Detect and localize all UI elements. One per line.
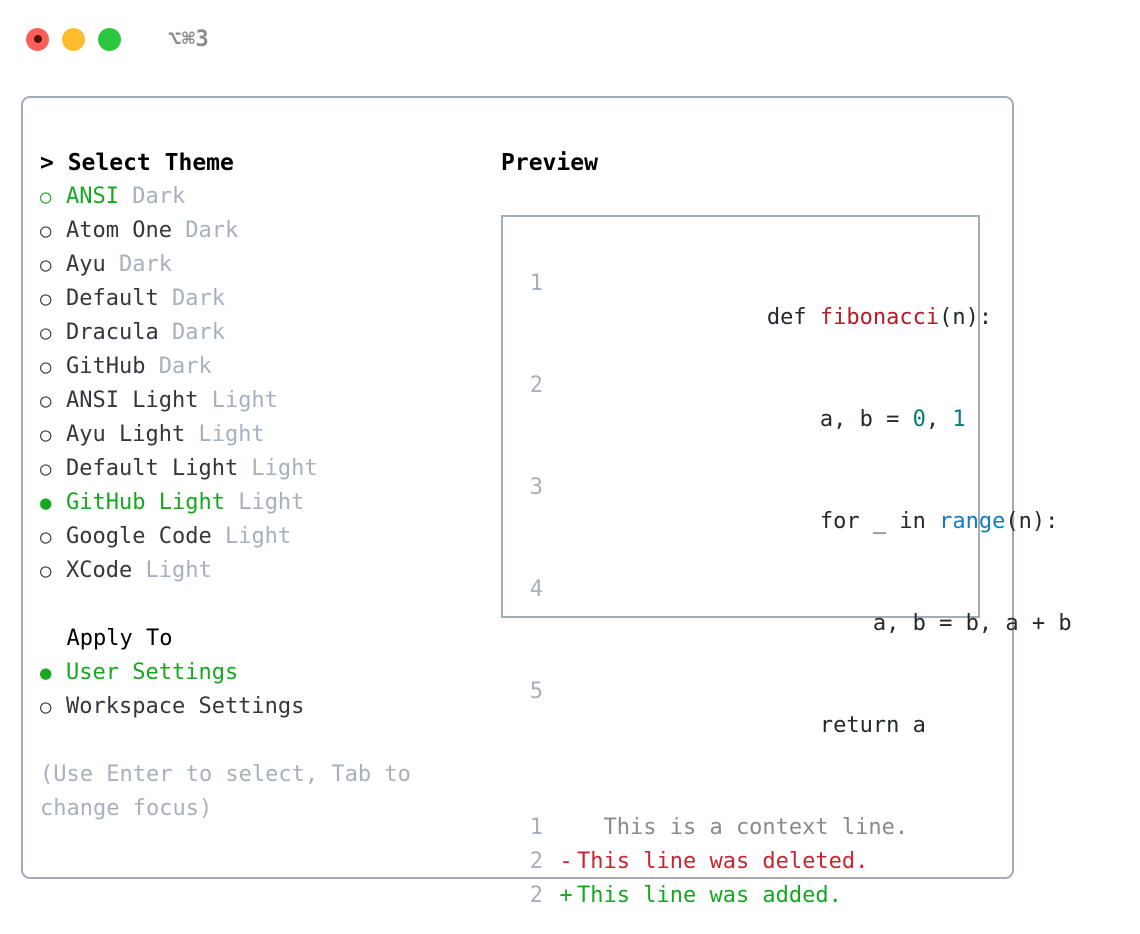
diff-line-deleted: 2 - This line was deleted. (521, 845, 978, 879)
code-token: a, b = (766, 407, 913, 432)
code-token: 0 (912, 407, 926, 432)
line-number: 5 (529, 679, 543, 704)
theme-option-default-light[interactable]: ○ Default Light Light (40, 452, 501, 486)
code-token: (n): (1005, 509, 1059, 534)
radio-selected-icon: ● (40, 662, 52, 684)
diff-line-context: 1 This is a context line. (521, 811, 978, 845)
code-block: 1 def fibonacci(n): 2 a, b = 0, 1 (521, 267, 1072, 777)
line-number: 1 (529, 271, 543, 296)
title-bar: ⌥⌘3 (0, 0, 1140, 78)
code-token: fibonacci (819, 305, 940, 330)
radio-icon: ○ (40, 220, 52, 242)
select-theme-heading: > Select Theme (40, 150, 234, 176)
line-number: 3 (529, 475, 543, 500)
close-button[interactable] (26, 27, 49, 51)
diff-text: This is a context line. (577, 815, 909, 840)
code-token: (n): (939, 305, 993, 330)
radio-selected-icon: ● (40, 492, 52, 514)
close-icon (33, 35, 42, 43)
theme-option-default[interactable]: ○ Default Dark (40, 282, 501, 316)
keyboard-shortcut-label: ⌥⌘3 (168, 26, 210, 52)
diff-marker-minus: - (559, 849, 573, 874)
theme-option-google-code[interactable]: ○ Google Code Light (40, 520, 501, 554)
code-line: 3 for _ in range(n): (521, 471, 1059, 573)
line-number: 2 (529, 849, 543, 874)
preview-box: 1 def fibonacci(n): 2 a, b = 0, 1 (501, 215, 1072, 908)
apply-to-list: ● User Settings ○ Workspace Settings (40, 656, 501, 724)
radio-icon: ○ (40, 288, 52, 310)
radio-icon: ○ (40, 356, 52, 378)
theme-option-github[interactable]: ○ GitHub Dark (40, 350, 501, 384)
radio-icon: ○ (40, 526, 52, 548)
code-token: return a (766, 713, 926, 738)
maximize-button[interactable] (98, 27, 121, 51)
radio-icon: ○ (40, 254, 52, 276)
diff-text: This line was added. (577, 883, 842, 908)
list-spacer (40, 588, 501, 622)
radio-icon: ○ (40, 696, 52, 718)
code-line: 2 a, b = 0, 1 (521, 369, 978, 471)
code-line: 4 a, b = b, a + b (521, 573, 1072, 675)
theme-option-atom-one[interactable]: ○ Atom One Dark (40, 214, 501, 248)
code-token: a, b = b, a + b (766, 611, 1072, 636)
radio-icon: ○ (40, 560, 52, 582)
theme-option-ansi-light[interactable]: ○ ANSI Light Light (40, 384, 501, 418)
apply-to-heading: Apply To (40, 626, 173, 651)
window-controls (26, 27, 121, 51)
line-number: 2 (529, 373, 543, 398)
code-line: 1 def fibonacci(n): (521, 267, 992, 369)
line-number: 4 (529, 577, 543, 602)
code-token: def (766, 305, 820, 330)
radio-icon: ○ (40, 458, 52, 480)
radio-icon: ○ (40, 322, 52, 344)
theme-option-github-light[interactable]: ● GitHub Light Light (40, 486, 501, 520)
apply-option-workspace-settings[interactable]: ○ Workspace Settings (40, 690, 501, 724)
code-token: for _ in (766, 509, 940, 534)
keyboard-hint-text: (Use Enter to select, Tab to change focu… (40, 762, 411, 821)
apply-option-user-settings[interactable]: ● User Settings (40, 656, 501, 690)
radio-icon: ○ (40, 186, 52, 208)
code-token: 1 (952, 407, 966, 432)
radio-icon: ○ (40, 424, 52, 446)
line-number: 2 (529, 883, 543, 908)
minimize-button[interactable] (62, 27, 85, 51)
theme-list: ○ ANSI Dark ○ Atom One Dark ○ Ayu Dark (40, 180, 501, 588)
theme-option-dracula[interactable]: ○ Dracula Dark (40, 316, 501, 350)
line-number: 1 (529, 815, 543, 840)
theme-option-ayu-light[interactable]: ○ Ayu Light Light (40, 418, 501, 452)
code-token: , (925, 407, 953, 432)
code-token: range (939, 509, 1006, 534)
preview-heading: Preview (501, 150, 598, 176)
diff-marker (555, 811, 577, 845)
diff-block: 1 This is a context line. 2 - This line … (521, 811, 978, 913)
theme-selector-column: > Select Theme ○ ANSI Dark ○ Atom One Da… (23, 98, 501, 877)
preview-column: Preview 1 def fibonacci(n): 2 (501, 98, 1072, 908)
radio-icon: ○ (40, 390, 52, 412)
code-line: 5 return a (521, 675, 978, 777)
diff-marker-plus: + (559, 883, 573, 908)
theme-option-xcode[interactable]: ○ XCode Light (40, 554, 501, 588)
theme-option-ansi[interactable]: ○ ANSI Dark (40, 180, 501, 214)
main-panel: > Select Theme ○ ANSI Dark ○ Atom One Da… (21, 96, 1072, 908)
preview-separator (521, 777, 978, 811)
diff-text: This line was deleted. (577, 849, 869, 874)
theme-option-ayu[interactable]: ○ Ayu Dark (40, 248, 501, 282)
diff-line-added: 2 + This line was added. (521, 879, 978, 913)
